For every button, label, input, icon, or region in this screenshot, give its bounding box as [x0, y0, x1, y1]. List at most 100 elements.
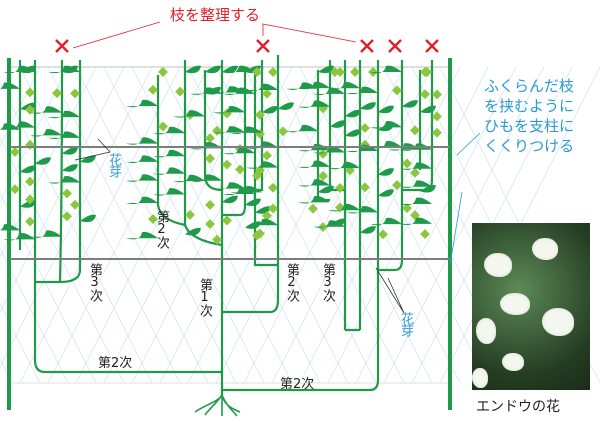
note-line: ふくらんだ枝 [484, 77, 575, 95]
flower-bud [205, 133, 215, 144]
leaf [223, 146, 255, 155]
flower-bud [222, 215, 232, 226]
net-line [327, 66, 489, 384]
leaf [286, 82, 318, 90]
leaf [153, 149, 185, 158]
leaf [126, 155, 158, 163]
stem [253, 70, 278, 267]
flower-bud [25, 194, 35, 205]
label-third-order-a: 第3次 [87, 263, 102, 301]
leaf [346, 144, 378, 153]
flower-bud [335, 182, 345, 193]
net-line [0, 66, 97, 258]
leaf [286, 124, 318, 133]
note-line: を挟むように [484, 97, 575, 115]
leaf [126, 174, 158, 182]
leaf [62, 164, 78, 172]
note-line: ひもを支柱に [484, 117, 575, 135]
leaf [400, 162, 432, 170]
flower-bud [185, 209, 195, 220]
flower-bud [410, 125, 420, 136]
prune-x-mark [256, 39, 270, 53]
flower-bud [205, 153, 215, 164]
flower-bud [25, 176, 35, 187]
flower-bud [392, 180, 402, 190]
flower-bud [62, 188, 72, 199]
stem [343, 60, 360, 332]
leaf [48, 110, 80, 119]
leaf [190, 87, 222, 95]
leaf [213, 126, 245, 134]
leaf [62, 147, 78, 155]
label-second-order-a: 第2次 [154, 210, 169, 248]
flower-bud [10, 146, 20, 157]
prune-x-mark [55, 39, 69, 53]
note-line: くくりつける [484, 137, 575, 155]
flower-bud [318, 171, 328, 181]
net-line [0, 66, 41, 147]
prune-x-mark [360, 39, 374, 53]
leaf [126, 99, 158, 108]
leaf [298, 195, 330, 204]
leaf [298, 100, 330, 108]
net-line [0, 303, 41, 384]
leaf [205, 65, 221, 74]
leaf [35, 157, 51, 165]
leaf [173, 110, 205, 118]
flower-bud [432, 89, 442, 100]
leaf [360, 102, 376, 110]
flower-bud [252, 230, 262, 241]
flower-bud [62, 211, 72, 222]
leaf [230, 186, 262, 194]
flower-bud [318, 149, 328, 159]
flower-bud [148, 84, 158, 95]
leaf [298, 179, 330, 187]
leaf [126, 137, 158, 145]
flower-bud [158, 67, 168, 77]
leaf [153, 126, 185, 135]
leaf [313, 87, 345, 96]
prune-x-mark [425, 39, 439, 53]
leaf [400, 217, 432, 225]
flower-bud [70, 88, 80, 99]
flower-bud [262, 210, 272, 221]
leaf [0, 223, 20, 231]
leaf [330, 120, 346, 128]
flower-bud [212, 125, 222, 136]
leaf [345, 129, 361, 137]
leader-lines [72, 21, 481, 314]
leaf [185, 227, 201, 236]
flower-bud [10, 184, 20, 195]
flower-bud [222, 159, 232, 170]
leaf [420, 105, 436, 114]
leaf [245, 198, 261, 207]
leaf [48, 131, 80, 139]
leaf [3, 232, 35, 241]
roots [194, 394, 241, 417]
net-line [47, 66, 209, 384]
flower-bud [205, 199, 215, 210]
stem [156, 75, 186, 227]
flower-bud [308, 203, 318, 214]
photo-caption: エンドウの花 [476, 399, 560, 415]
leaf [3, 65, 35, 74]
leaf [346, 205, 378, 214]
leaf [328, 203, 360, 212]
leaf [126, 231, 158, 240]
stem [183, 60, 223, 247]
leaf [318, 185, 334, 194]
flower-bud [392, 85, 402, 96]
leaf [278, 102, 294, 110]
leaf [378, 189, 394, 197]
leaf [370, 121, 402, 129]
flower-bud [205, 219, 215, 229]
label-second-order-d: 第2次 [280, 377, 315, 392]
flower-bud [70, 199, 80, 210]
label-second-order-b: 第2次 [284, 263, 299, 301]
leaf [185, 65, 201, 74]
leaf [223, 65, 255, 74]
flower-bud [262, 88, 272, 99]
leaf [400, 197, 432, 206]
label-second-order-c: 第2次 [98, 356, 133, 371]
